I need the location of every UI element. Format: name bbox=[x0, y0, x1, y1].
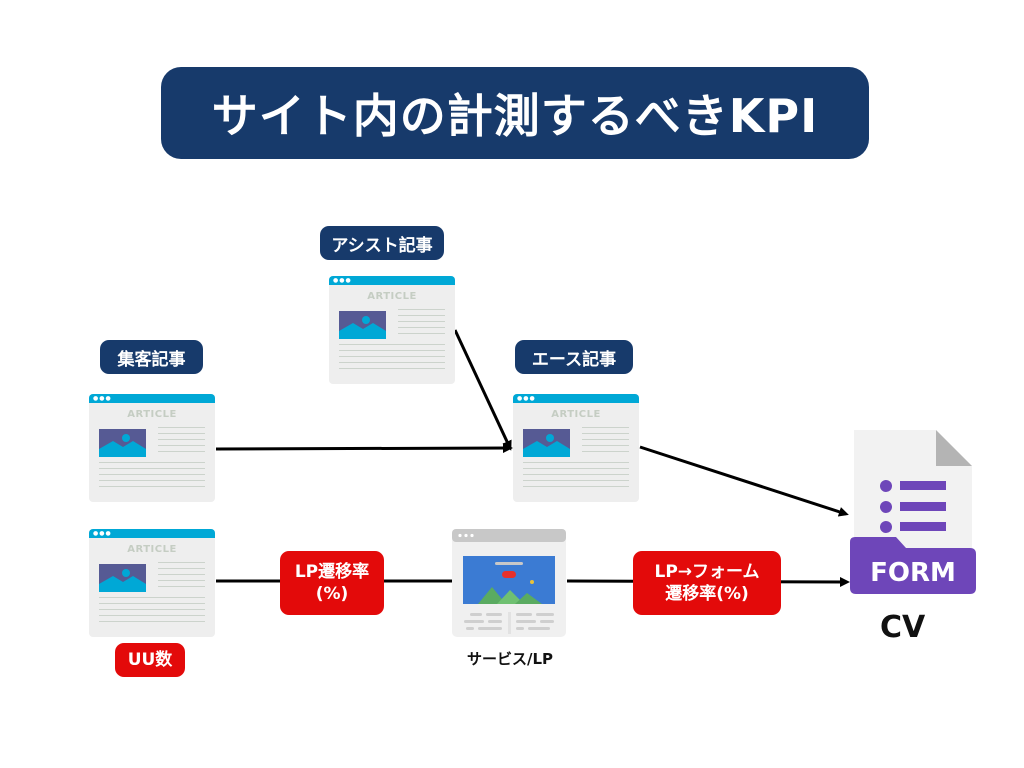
image-icon bbox=[99, 429, 146, 457]
article-card-label: ARTICLE bbox=[367, 291, 417, 302]
image-icon bbox=[99, 564, 146, 592]
arrow-acquisition-to-ace bbox=[215, 443, 513, 454]
entry-article-card: ●●● ARTICLE bbox=[89, 529, 215, 637]
assist-article-card: ●●● ARTICLE bbox=[329, 276, 455, 384]
badge-line: (%) bbox=[315, 584, 349, 604]
badge-line: 遷移率(%) bbox=[665, 584, 749, 604]
badge-line: LP遷移率 bbox=[294, 561, 370, 582]
service-lp-label: サービス/LP bbox=[466, 650, 554, 668]
lp-transition-rate-badge: LP遷移率 (%) bbox=[280, 551, 384, 615]
uu-count-badge: UU数 bbox=[115, 643, 185, 677]
label-acquisition-article: 集客記事 bbox=[100, 340, 203, 374]
badge-line: LP→フォーム bbox=[654, 561, 760, 582]
form-document-icon: FORM bbox=[850, 430, 976, 594]
arrow-assist-to-ace bbox=[453, 329, 512, 451]
article-card-label: ARTICLE bbox=[127, 544, 177, 555]
ace-article-card: ●●● ARTICLE bbox=[513, 394, 639, 502]
arrow-ace-to-form bbox=[639, 445, 849, 517]
image-icon bbox=[339, 311, 386, 339]
label-assist-article: アシスト記事 bbox=[320, 226, 444, 260]
page-title: サイト内の計測するべきKPI bbox=[161, 67, 869, 159]
image-icon bbox=[523, 429, 570, 457]
article-card-label: ARTICLE bbox=[127, 409, 177, 420]
article-card-label: ARTICLE bbox=[551, 409, 601, 420]
form-transition-rate-badge: LP→フォーム 遷移率(%) bbox=[633, 551, 781, 615]
form-icon-text: FORM bbox=[870, 558, 956, 588]
service-lp-page-icon bbox=[452, 529, 566, 637]
label-ace-article: エース記事 bbox=[515, 340, 633, 374]
acquisition-article-card: ●●● ARTICLE bbox=[89, 394, 215, 502]
cv-label: CV bbox=[880, 610, 926, 645]
